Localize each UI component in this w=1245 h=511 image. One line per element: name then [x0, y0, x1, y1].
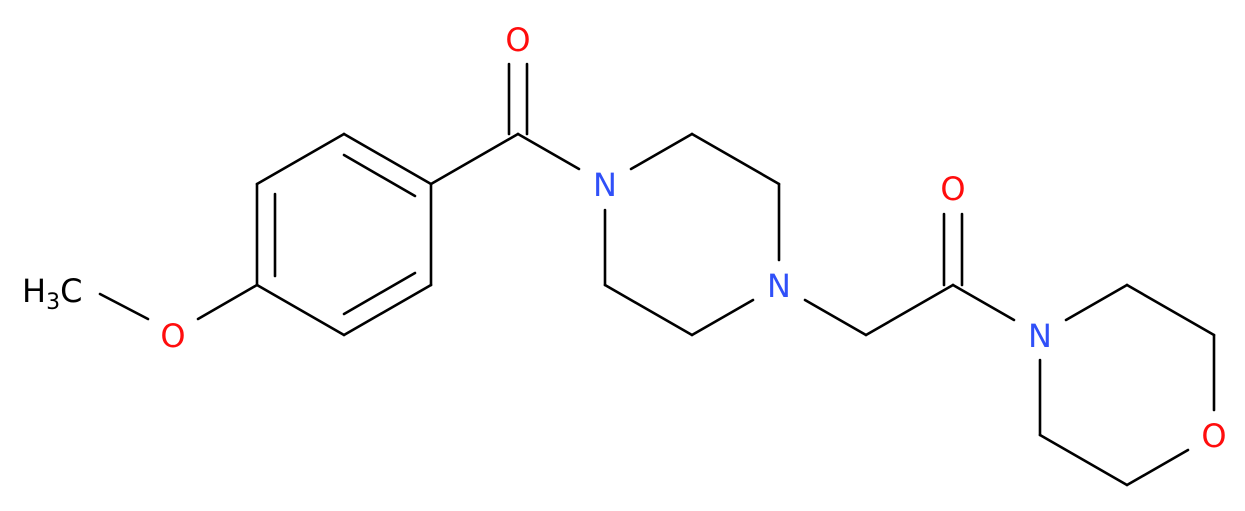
- bond-ring-5: [342, 283, 433, 337]
- bonds: [98, 62, 1216, 487]
- bond-carbonyl-n1: [516, 132, 581, 171]
- bond-mor-2: [1125, 283, 1216, 337]
- bond-ch2-carbonyl: [864, 283, 955, 337]
- bond-pip-1: [629, 132, 694, 171]
- atom-methyl: H3C: [22, 272, 82, 315]
- bond-ring-3: [342, 132, 433, 186]
- atom-carbonyl-oxygen-2: O: [940, 170, 965, 208]
- atom-carbonyl-oxygen-1: O: [505, 21, 530, 59]
- bond-pip-2: [690, 132, 781, 186]
- atom-morpholine-n: N: [1028, 317, 1052, 355]
- bond-ring-6: [255, 283, 346, 337]
- bond-ring-carbonyl: [429, 132, 520, 186]
- atom-morpholine-o: O: [1201, 417, 1226, 455]
- bond-pip-5: [603, 283, 694, 337]
- atom-labels: H3C O O N N O N O: [22, 21, 1227, 455]
- bond-carbonyl-nm: [951, 283, 1016, 322]
- bond-mor-5: [1038, 433, 1129, 487]
- bond-mor-1: [1064, 283, 1129, 322]
- bond-ring-3-inner: [342, 153, 417, 198]
- bond-n4-ch2: [803, 298, 868, 337]
- atom-piperazine-n4: N: [767, 267, 791, 305]
- bond-ring-2: [255, 132, 346, 186]
- bond-mor-4: [1125, 448, 1190, 487]
- bond-o-ring: [196, 283, 259, 321]
- bond-pip-4: [690, 298, 755, 337]
- bond-methyl-o: [98, 292, 150, 321]
- atom-piperazine-n1: N: [593, 166, 617, 204]
- atom-methoxy-oxygen: O: [160, 317, 185, 355]
- bond-ring-5-inner: [342, 271, 417, 316]
